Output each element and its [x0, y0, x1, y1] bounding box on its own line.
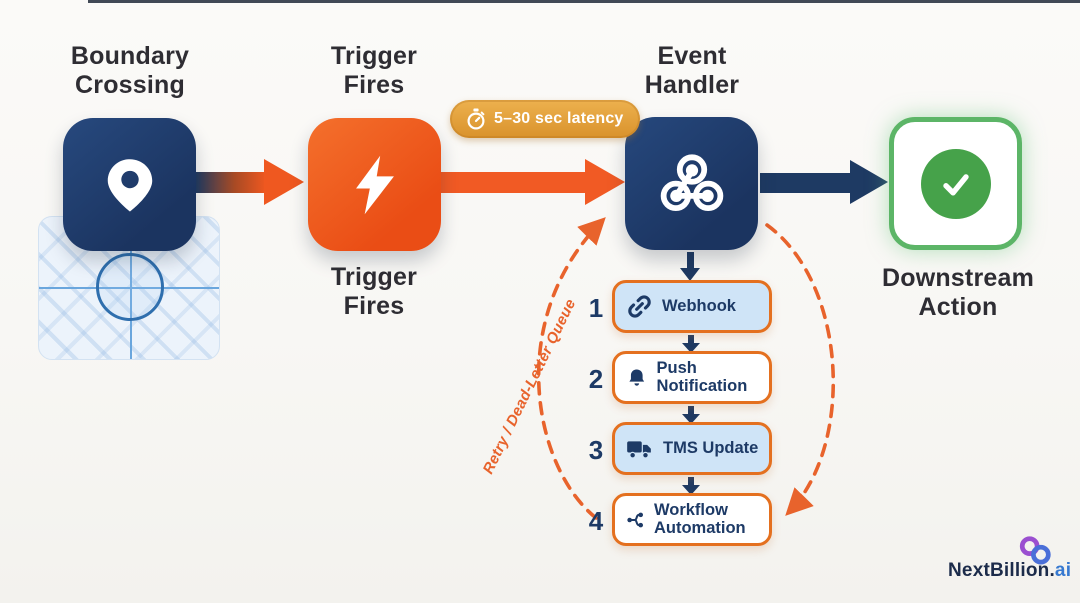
flow-item-workflow-automation: Workflow Automation — [612, 493, 772, 546]
arrow-event-to-downstream-head — [850, 160, 888, 204]
arrow-item3-to-item4-stem — [688, 477, 694, 485]
flow-item-label: Workflow Automation — [653, 500, 746, 537]
flow-step-number-4: 4 — [588, 506, 604, 536]
arrow-event-to-webhook-head — [680, 268, 700, 281]
arrow-trigger-to-event-head — [585, 159, 625, 205]
location-pin-icon — [107, 158, 152, 212]
flow-step-number-1: 1 — [588, 293, 604, 323]
arrow-item3-to-item4-head — [682, 485, 700, 495]
stopwatch-icon — [467, 108, 485, 130]
bell-icon — [629, 368, 645, 386]
trigger-fires-node — [308, 118, 441, 251]
nextbillion-logo: NextBillion.ai — [948, 560, 1071, 582]
downstream-action-caption: Downstream Action — [881, 264, 1035, 321]
arrow-boundary-to-trigger-stem — [196, 172, 266, 193]
chain-link-icon — [628, 295, 651, 318]
arrow-event-to-downstream-stem — [760, 173, 852, 193]
arrow-item2-to-item3-head — [682, 414, 700, 424]
arrow-trigger-to-event-stem — [441, 172, 587, 193]
trigger-fires-caption: Trigger Fires — [330, 263, 418, 320]
flow-step-number-2: 2 — [588, 364, 604, 394]
retry-curve-right — [765, 223, 835, 516]
geofence-circle — [96, 253, 164, 321]
flow-item-label: Webhook — [662, 296, 736, 315]
check-circle — [920, 148, 991, 219]
retry-dead-letter-queue-label: Retry / Dead-Letter Queue — [479, 296, 580, 477]
checkmark-icon — [942, 173, 969, 196]
event-handler-node — [625, 117, 758, 250]
logo-tld: ai — [1054, 560, 1072, 581]
arrow-event-to-webhook-stem — [687, 252, 694, 269]
boundary-crossing-node — [63, 118, 196, 251]
webhook-icon — [660, 153, 723, 211]
downstream-action-node — [889, 117, 1022, 250]
flow-item-webhook: Webhook — [612, 280, 772, 333]
latency-badge-label: 5–30 sec latency — [494, 110, 624, 127]
flow-item-tms-update: TMS Update — [612, 422, 772, 475]
flow-item-label: Push Notification — [656, 358, 748, 395]
workflow-branch-icon — [627, 512, 644, 527]
event-handler-title: Event Handler — [644, 42, 740, 99]
boundary-crossing-title: Boundary Crossing — [70, 42, 190, 99]
arrow-item1-to-item2-head — [682, 343, 700, 353]
latency-badge: 5–30 sec latency — [450, 100, 640, 138]
truck-icon — [627, 440, 651, 459]
nextbillion-infinity-icon — [1019, 536, 1051, 565]
flow-item-push-notification: Push Notification — [612, 351, 772, 404]
trigger-fires-title: Trigger Fires — [330, 42, 418, 99]
arrow-boundary-to-trigger-head — [264, 159, 304, 205]
flow-item-label: TMS Update — [663, 438, 759, 457]
logo-name: NextBillion — [948, 560, 1050, 581]
top-edge-artifact — [88, 0, 1080, 3]
arrow-item2-to-item3-stem — [688, 406, 694, 414]
logo-dot: . — [1049, 560, 1055, 581]
lightning-bolt-icon — [355, 155, 394, 214]
arrow-item1-to-item2-stem — [688, 335, 694, 343]
flow-step-number-3: 3 — [588, 435, 604, 465]
